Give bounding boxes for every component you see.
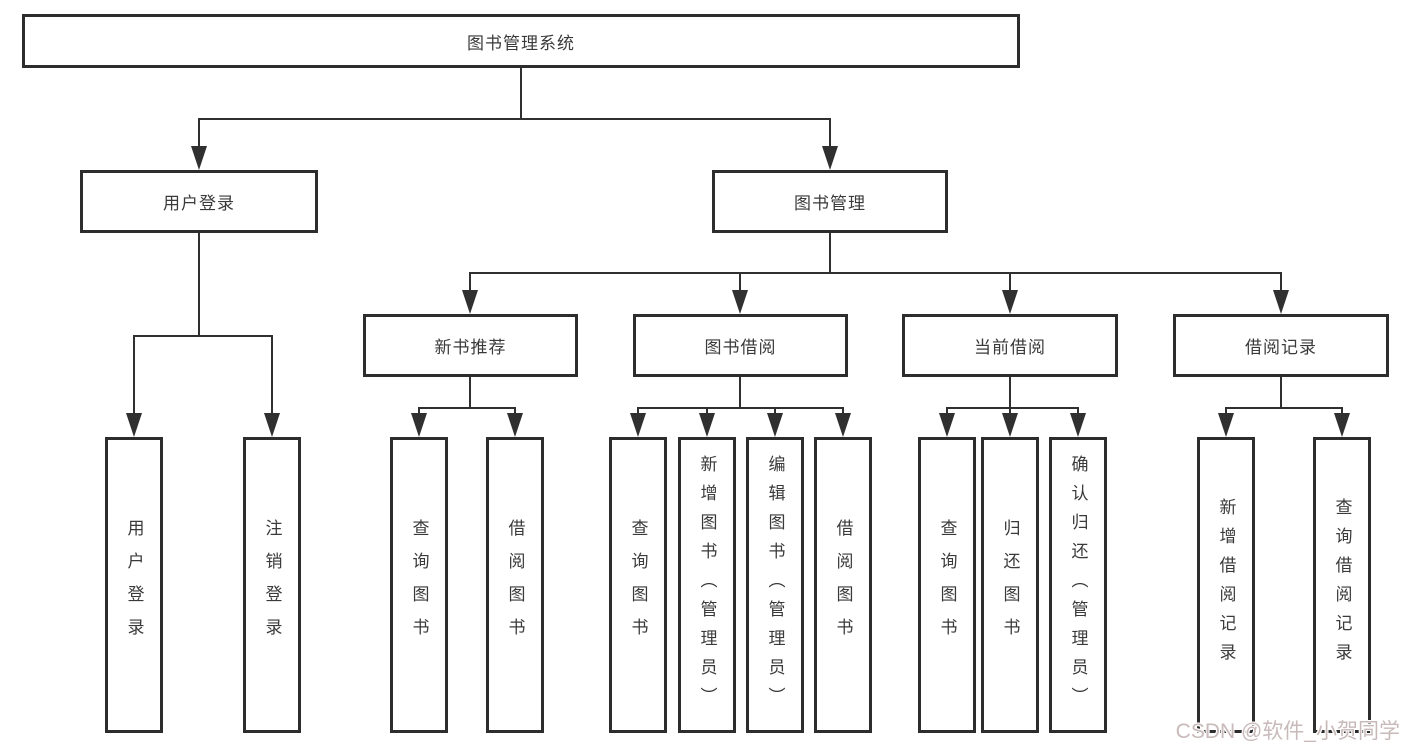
csdn-watermark: CSDN @软件_小贺同学 bbox=[1175, 720, 1400, 743]
arrow-down-icon bbox=[126, 413, 142, 437]
edge-current-borrow-stub bbox=[1009, 377, 1011, 409]
leaf-label: 查询图书 bbox=[937, 519, 957, 651]
arrow-down-icon bbox=[1334, 413, 1350, 437]
node-leaf-logout: 注销登录 bbox=[243, 437, 301, 733]
node-leaf-return-books: 归还图书 bbox=[981, 437, 1039, 733]
node-leaf-query-books-nb: 查询图书 bbox=[390, 437, 448, 733]
arrow-down-icon bbox=[507, 413, 523, 437]
leaf-label: 新增图书（管理员） bbox=[697, 454, 717, 716]
leaf-label: 借阅图书 bbox=[833, 519, 853, 651]
node-leaf-edit-books-admin: 编辑图书（管理员） bbox=[746, 437, 804, 733]
node-leaf-borrow-books-nb: 借阅图书 bbox=[486, 437, 544, 733]
leaf-label: 新增借阅记录 bbox=[1216, 498, 1236, 672]
arrow-down-icon bbox=[822, 146, 838, 170]
edge-new-book-stub bbox=[469, 377, 471, 409]
arrow-down-icon bbox=[1070, 413, 1086, 437]
node-new-book-recommend: 新书推荐 bbox=[363, 314, 578, 377]
leaf-label: 查询借阅记录 bbox=[1332, 498, 1352, 672]
leaf-label: 查询图书 bbox=[628, 519, 648, 651]
arrow-down-icon bbox=[462, 290, 478, 314]
leaf-label: 确认归还（管理员） bbox=[1068, 454, 1088, 716]
arrow-down-icon bbox=[1002, 413, 1018, 437]
arrow-down-icon bbox=[264, 413, 280, 437]
arrow-down-icon bbox=[630, 413, 646, 437]
node-user-login-branch: 用户登录 bbox=[80, 170, 318, 233]
edge-book-mgmt-stub bbox=[829, 233, 831, 274]
arrow-down-icon bbox=[1002, 290, 1018, 314]
leaf-label: 注销登录 bbox=[262, 519, 282, 651]
edge-root-stub bbox=[520, 68, 522, 120]
leaf-label: 用户登录 bbox=[124, 519, 144, 651]
edge-borrow-record-stub bbox=[1280, 377, 1282, 409]
node-leaf-add-books-admin: 新增图书（管理员） bbox=[678, 437, 736, 733]
node-leaf-user-login: 用户登录 bbox=[105, 437, 163, 733]
edge-arrow-current-borrow-line bbox=[1009, 272, 1011, 298]
edge-level2-rail bbox=[469, 272, 1282, 274]
edge-arrow-user-login-line bbox=[198, 118, 200, 154]
node-leaf-query-borrow-record: 查询借阅记录 bbox=[1313, 437, 1371, 733]
edge-user-login-rail bbox=[133, 335, 273, 337]
arrow-down-icon bbox=[732, 290, 748, 314]
arrow-down-icon bbox=[1273, 290, 1289, 314]
arrow-down-icon bbox=[411, 413, 427, 437]
node-borrowing-records: 借阅记录 bbox=[1173, 314, 1389, 377]
leaf-label: 借阅图书 bbox=[505, 519, 525, 651]
arrow-down-icon bbox=[835, 413, 851, 437]
node-current-borrowing: 当前借阅 bbox=[902, 314, 1118, 377]
node-book-borrowing: 图书借阅 bbox=[633, 314, 848, 377]
node-book-management-branch: 图书管理 bbox=[712, 170, 948, 233]
node-leaf-query-books-cb: 查询图书 bbox=[918, 437, 976, 733]
arrow-down-icon bbox=[191, 146, 207, 170]
edge-book-borrow-rail bbox=[637, 407, 844, 409]
leaf-label: 归还图书 bbox=[1000, 519, 1020, 651]
edge-borrow-record-rail bbox=[1225, 407, 1343, 409]
node-leaf-confirm-return-admin: 确认归还（管理员） bbox=[1049, 437, 1107, 733]
edge-current-borrow-rail bbox=[946, 407, 1079, 409]
edge-new-book-rail bbox=[418, 407, 516, 409]
edge-book-borrow-stub bbox=[739, 377, 741, 409]
edge-arrow-book-mgmt-line bbox=[829, 118, 831, 154]
node-root-library-system: 图书管理系统 bbox=[22, 14, 1020, 68]
leaf-label: 查询图书 bbox=[409, 519, 429, 651]
arrow-down-icon bbox=[1218, 413, 1234, 437]
edge-arrow-book-borrow-line bbox=[739, 272, 741, 298]
edge-level1-rail bbox=[198, 118, 831, 120]
edge-arrow-leaf-logout-line bbox=[271, 335, 273, 421]
node-leaf-add-borrow-record: 新增借阅记录 bbox=[1197, 437, 1255, 733]
edge-arrow-new-book-line bbox=[469, 272, 471, 298]
node-leaf-borrow-books-bb: 借阅图书 bbox=[814, 437, 872, 733]
arrow-down-icon bbox=[699, 413, 715, 437]
edge-user-login-stub bbox=[198, 233, 200, 337]
arrow-down-icon bbox=[939, 413, 955, 437]
edge-arrow-leaf-user-login-line bbox=[133, 335, 135, 421]
node-leaf-query-books-bb: 查询图书 bbox=[609, 437, 667, 733]
edge-arrow-borrow-record-line bbox=[1280, 272, 1282, 298]
arrow-down-icon bbox=[767, 413, 783, 437]
leaf-label: 编辑图书（管理员） bbox=[765, 454, 785, 716]
